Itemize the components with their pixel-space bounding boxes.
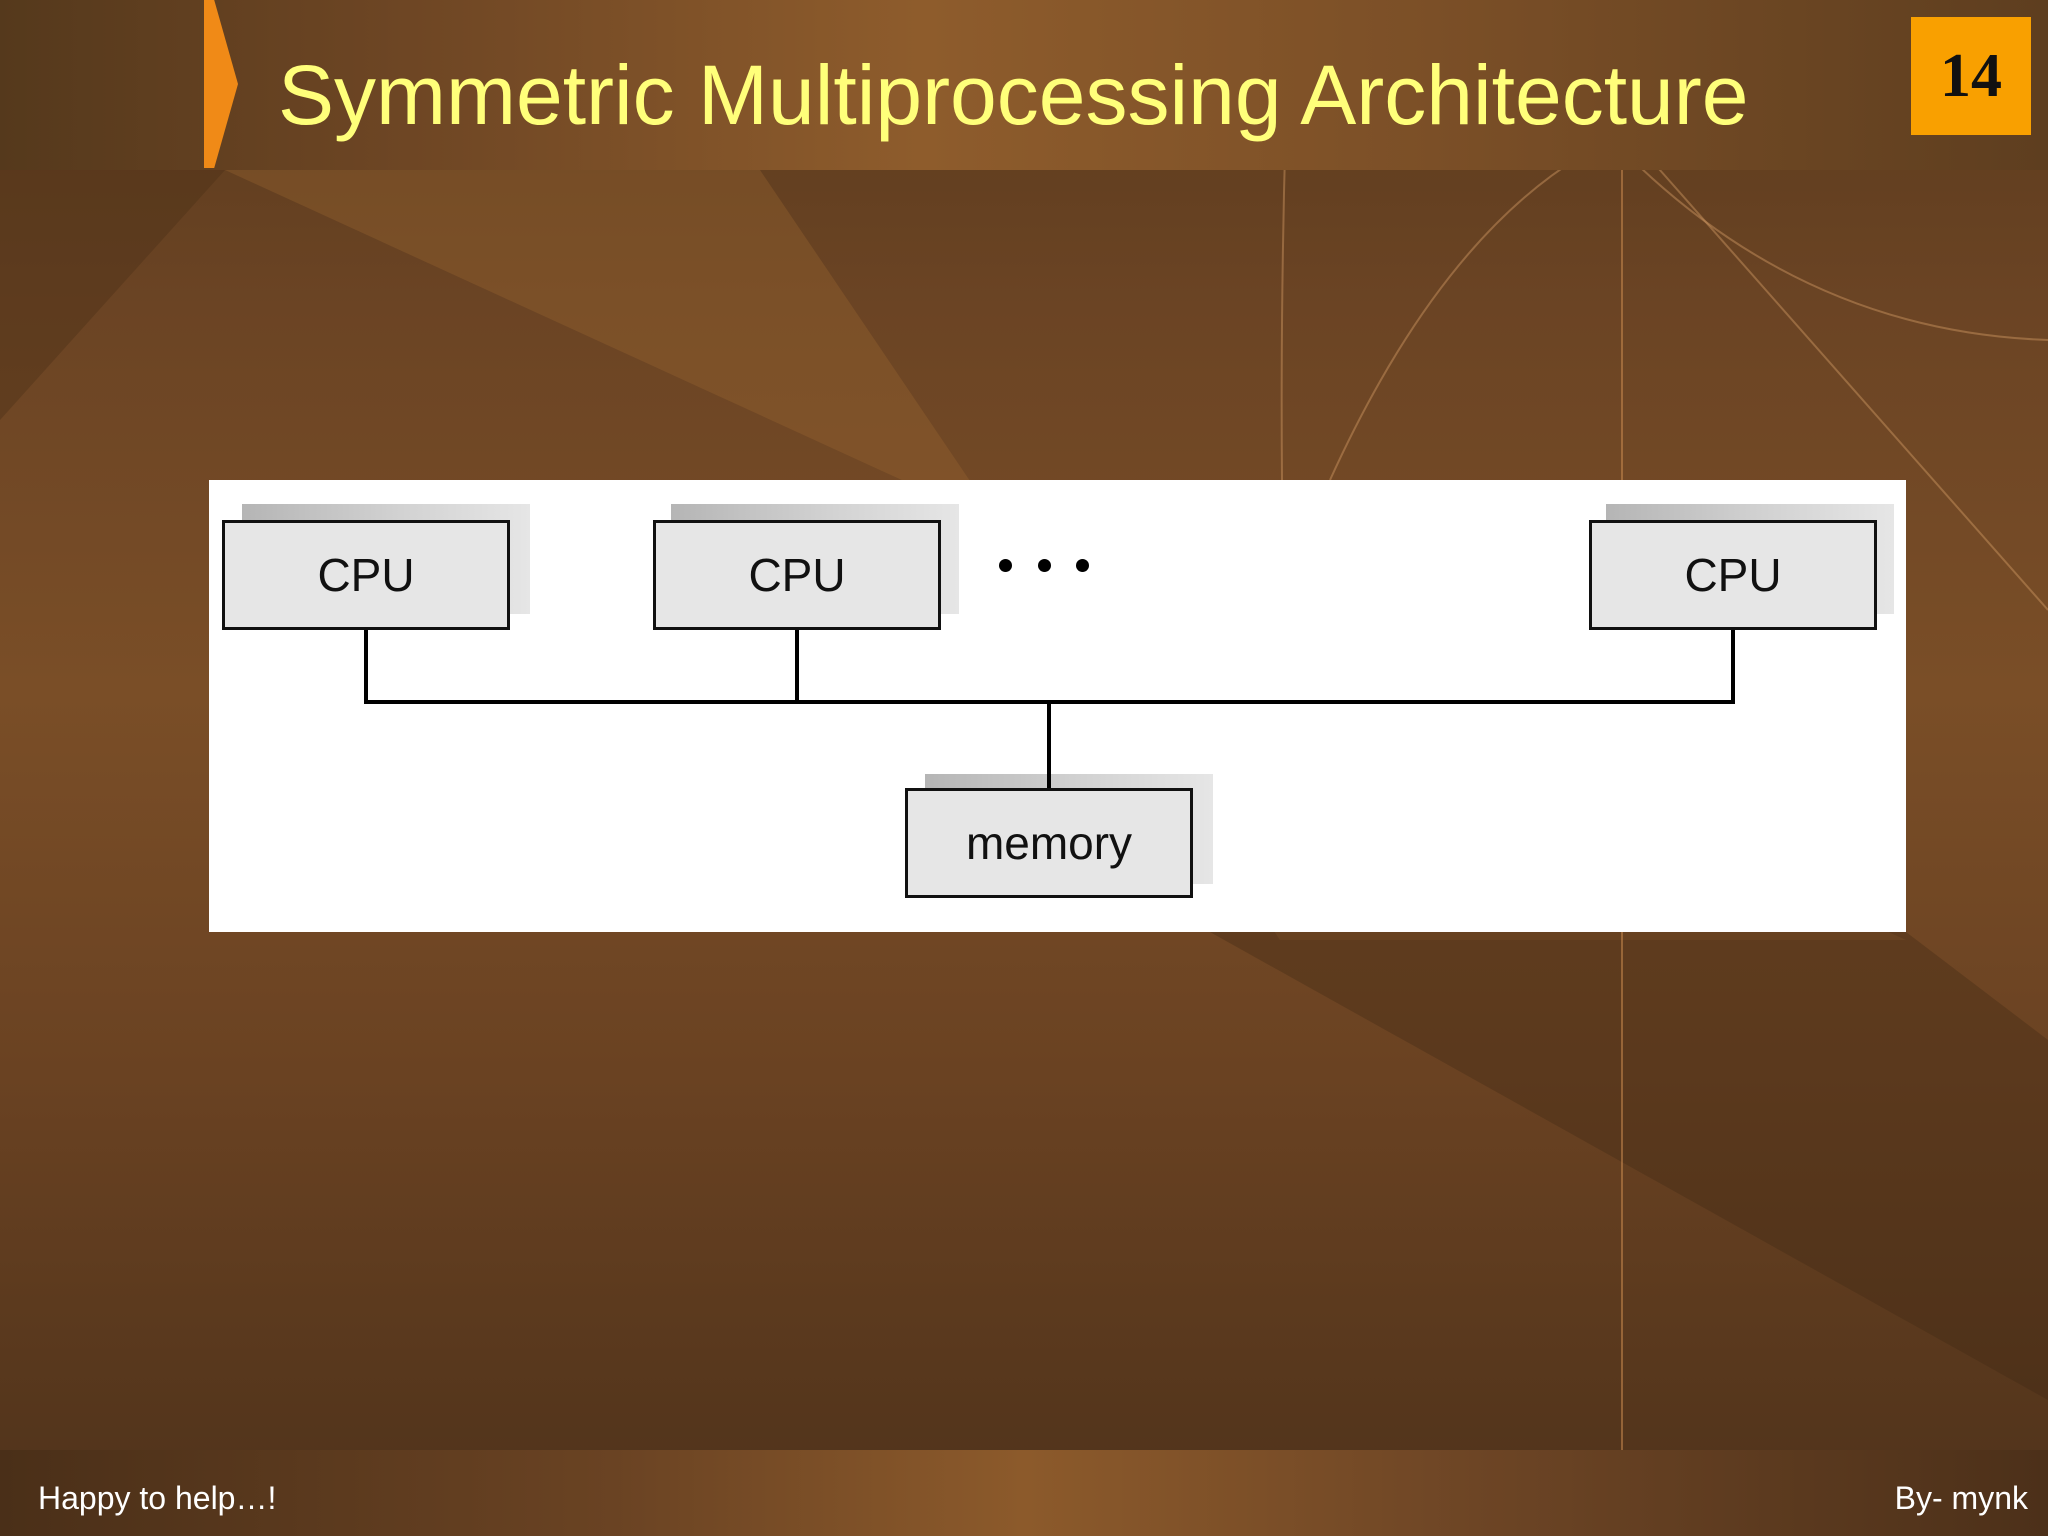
memory-connector — [1047, 700, 1051, 788]
ellipsis-dot — [1037, 558, 1051, 572]
slide-number-badge: 14 — [1911, 17, 2031, 135]
cpu-box: CPU — [222, 520, 510, 630]
footer-author: By- mynk — [1894, 1480, 2028, 1516]
footer-band — [0, 1450, 2048, 1536]
footer-left-text: Happy to help…! — [38, 1480, 277, 1516]
ellipsis — [999, 545, 1089, 585]
cpu-connector — [364, 629, 368, 704]
title-bar — [0, 0, 2048, 170]
cpu-box: CPU — [653, 520, 941, 630]
cpu-box: CPU — [1589, 520, 1877, 630]
cpu-connector — [1731, 629, 1735, 704]
cpu-connector — [795, 629, 799, 704]
ellipsis-dot — [999, 558, 1012, 572]
smp-diagram: CPU CPU CPU memory — [209, 480, 1906, 932]
memory-box: memory — [905, 788, 1193, 898]
slide-title: Symmetric Multiprocessing Architecture — [278, 48, 1749, 142]
ellipsis-dot — [1076, 558, 1089, 572]
